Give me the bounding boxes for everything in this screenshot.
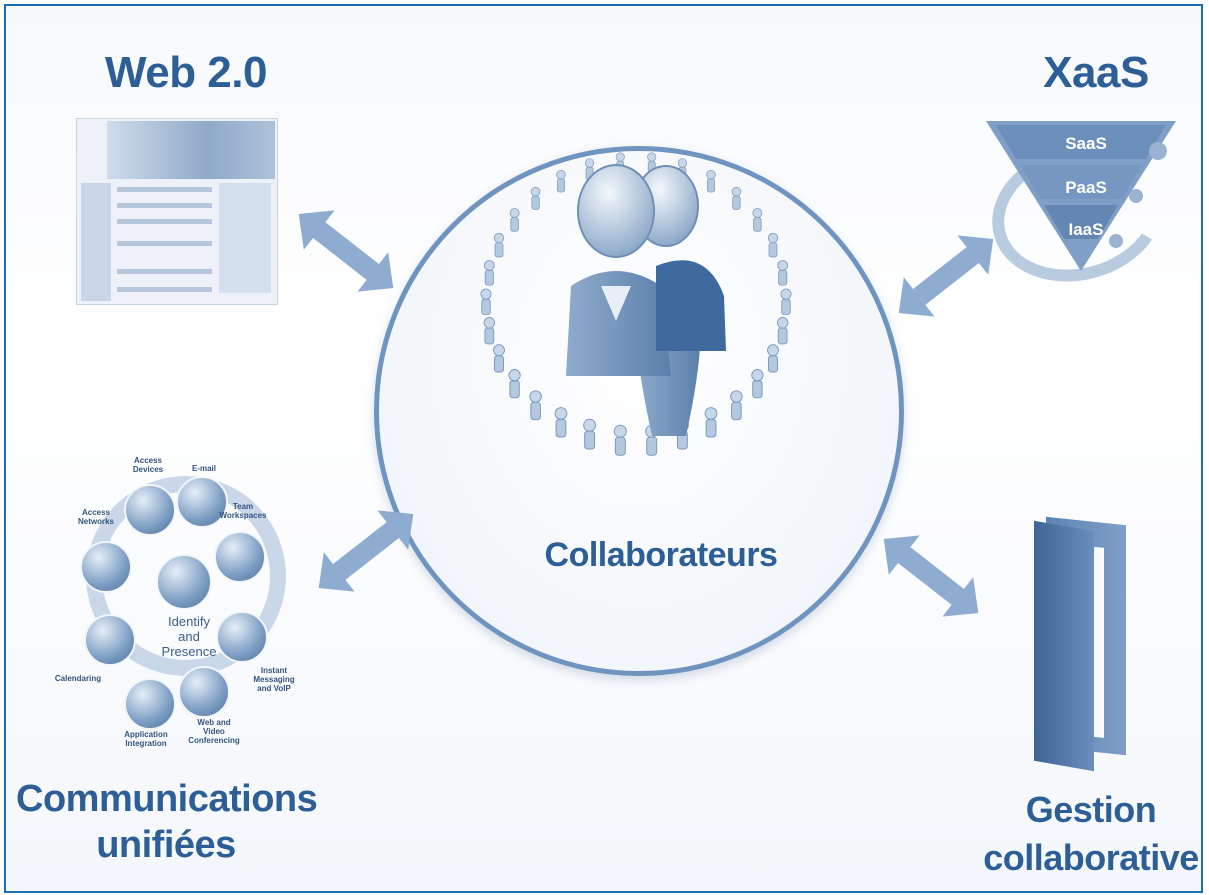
ring-person-figure — [704, 407, 718, 438]
communications-label: Communications unifiées — [16, 776, 318, 868]
ring-person-figure — [731, 186, 742, 210]
ring-person-figure — [751, 369, 764, 399]
comm-center-line3: Presence — [161, 644, 217, 659]
web20-banner — [107, 121, 275, 179]
ring-person-figure — [483, 317, 496, 345]
ring-person-figure — [480, 288, 492, 315]
ring-person-figure — [752, 208, 763, 232]
comm-node-calendaring — [84, 614, 136, 666]
diagram-frame: Web 2.0 XaaS Collaborateurs Communicatio… — [4, 4, 1203, 893]
ring-person-figure — [776, 317, 789, 345]
ring-person-figure — [613, 424, 627, 456]
comm-center-line1: Identify — [168, 614, 210, 629]
ring-person-figure — [493, 232, 505, 258]
comm-node-conferencing — [178, 666, 230, 718]
arrow-communications — [318, 510, 414, 592]
ring-person-figure — [508, 369, 521, 399]
comm-node-team-workspaces — [214, 531, 266, 583]
xaas-label: XaaS — [1043, 48, 1149, 97]
xaas-tier-saas: SaaS — [1065, 134, 1107, 153]
comm-node-access-networks — [80, 541, 132, 593]
comm-node-instant-messaging — [216, 611, 268, 663]
ring-person-figure — [493, 344, 505, 373]
comm-center-person-icon — [156, 554, 212, 610]
ring-person-figure — [554, 407, 568, 438]
web20-page-thumbnail — [76, 118, 278, 305]
arrow-gestion — [883, 535, 979, 617]
ring-person-figure — [556, 170, 566, 193]
ring-person-figure — [583, 418, 597, 450]
ring-person-figure — [584, 158, 595, 181]
comm-label-email: E-mail — [191, 464, 216, 473]
collaborateurs-label: Collaborateurs — [544, 536, 778, 574]
ring-person-figure — [767, 344, 779, 373]
arrow-xaas — [898, 235, 994, 317]
ring-person-figure — [483, 260, 495, 286]
ring-person-figure — [780, 288, 792, 315]
web20-block — [81, 183, 111, 301]
arrow-web20 — [298, 210, 394, 292]
comm-label-calendaring: Calendaring — [54, 674, 102, 683]
web20-block — [219, 183, 271, 293]
web20-row — [117, 241, 212, 246]
comm-label-instant-messaging: Instant Messaging and VoIP — [253, 666, 295, 693]
comm-label-application-integration: Application Integration — [124, 730, 168, 748]
web20-row — [117, 287, 212, 292]
web20-label: Web 2.0 — [105, 48, 267, 97]
comm-node-access-devices — [124, 484, 176, 536]
web20-row — [117, 269, 212, 274]
comm-label-access-networks: Access Networks — [77, 508, 114, 526]
ring-person-figure — [509, 208, 520, 232]
ring-person-figure — [530, 186, 541, 210]
comm-node-email — [176, 476, 228, 528]
comm-label-access-devices: Access Devices — [132, 456, 164, 474]
gestion-label: Gestion collaborative — [966, 786, 1201, 882]
xaas-pyramid — [986, 121, 1176, 271]
comm-center-line2: and — [178, 629, 200, 644]
comm-center-label: Identify and Presence — [154, 614, 224, 659]
ring-person-figure — [529, 390, 542, 421]
people-ring-illustration — [480, 152, 792, 456]
ring-person-figure — [767, 232, 779, 258]
comm-node-application-integration — [124, 678, 176, 730]
ring-person-figure — [777, 260, 789, 286]
ring-person-figure — [706, 170, 716, 193]
ring-person-figure — [730, 390, 743, 421]
web20-row — [117, 219, 212, 224]
communications-label-line2: unifiées — [96, 824, 236, 866]
folder-icon — [1034, 520, 1094, 772]
web20-row — [117, 187, 212, 192]
gestion-label-line1: Gestion — [1025, 789, 1157, 830]
communications-label-line1: Communications — [16, 778, 318, 820]
xaas-tier-iaas: IaaS — [1068, 220, 1104, 239]
comm-label-conferencing: Web and Video Conferencing — [188, 718, 240, 745]
xaas-tier-paas: PaaS — [1065, 178, 1107, 197]
gestion-label-line2: collaborative — [983, 837, 1199, 878]
web20-row — [117, 203, 212, 208]
comm-label-team-workspaces: Team Workspaces — [219, 502, 267, 520]
